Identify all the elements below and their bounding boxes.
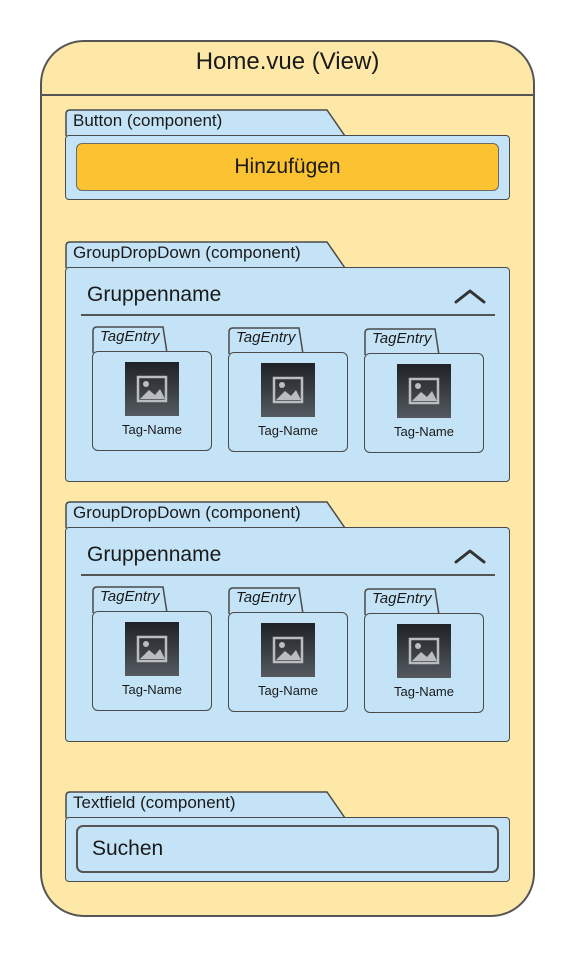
group-title: Gruppenname [87,543,222,566]
tag-entry-tab [228,327,304,355]
tag-name: Tag-Name [258,423,318,438]
textfield-component-tab [65,791,346,819]
group-component-label: GroupDropDown (component) [73,503,301,522]
tag-entry-label: TagEntry [372,590,432,607]
group-separator [81,314,495,316]
group-tab [65,241,346,269]
tag-entry-tab [364,328,440,356]
image-placeholder-icon [261,623,315,677]
image-placeholder-icon [397,624,451,678]
image-placeholder-icon [397,364,451,418]
tag-entry-tab [228,587,304,615]
tag-name: Tag-Name [122,422,182,437]
image-placeholder-icon [125,622,179,676]
view-title: Home.vue (View) [195,48,380,75]
tag-entry-tab [364,588,440,616]
group-component-label: GroupDropDown (component) [73,243,301,262]
tag-entry-label: TagEntry [236,329,296,346]
chevron-up-icon[interactable] [453,547,487,565]
tag-name: Tag-Name [122,682,182,697]
button-component-tab [65,109,346,137]
tag-entry-tab [92,326,168,354]
group-title: Gruppenname [87,283,222,306]
tag-entry-label: TagEntry [100,328,160,345]
tag-entry-tab [92,586,168,614]
tag-entry-label: TagEntry [100,588,160,605]
image-placeholder-icon [125,362,179,416]
add-button[interactable]: Hinzufügen [76,143,499,191]
group-tab [65,501,346,529]
tag-name: Tag-Name [258,683,318,698]
tag-entry-label: TagEntry [372,330,432,347]
view-title-bar [40,40,535,96]
button-component-label: Button (component) [73,111,223,130]
search-input[interactable]: Suchen [76,825,499,873]
image-placeholder-icon [261,363,315,417]
tag-name: Tag-Name [394,684,454,699]
tag-name: Tag-Name [394,424,454,439]
tag-entry-label: TagEntry [236,589,296,606]
textfield-component-label: Textfield (component) [73,793,236,812]
chevron-up-icon[interactable] [453,287,487,305]
group-separator [81,574,495,576]
